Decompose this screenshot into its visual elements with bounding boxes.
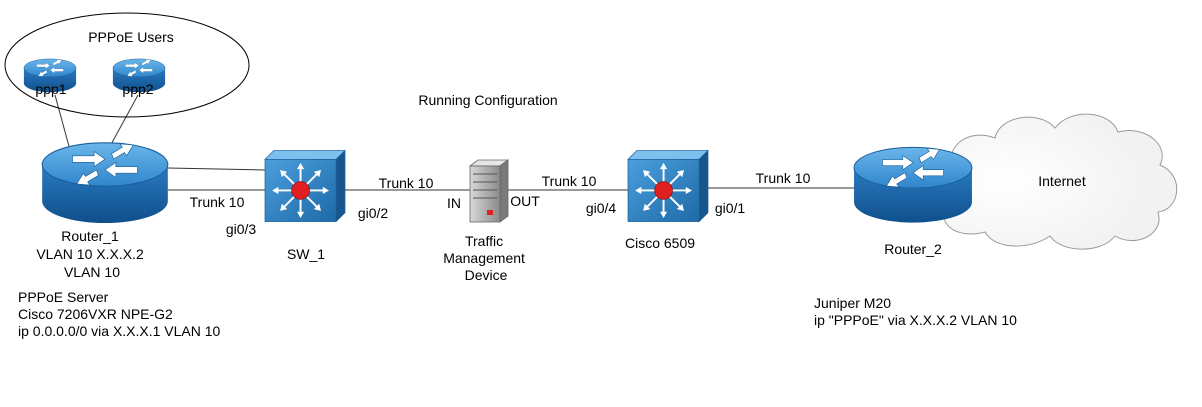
router-icon [853, 146, 973, 224]
switch-icon [264, 149, 346, 223]
router1-note-line: PPPoE Server [18, 289, 109, 305]
link-ppp1-router1 [54, 94, 71, 151]
ppp1-label: ppp1 [35, 81, 66, 97]
tmd-label-line: Traffic [465, 233, 503, 249]
router2-note-line: Juniper M20 [814, 295, 891, 311]
router2-notes: Juniper M20 ip "PPPoE" via X.X.X.2 VLAN … [814, 295, 1017, 328]
traffic-management-device[interactable] [468, 159, 510, 223]
sw1-label: SW_1 [287, 246, 325, 262]
router-router1[interactable] [41, 142, 169, 224]
tmd-label-line: Management [443, 250, 525, 266]
tmd-label: Traffic Management Device [443, 233, 529, 283]
router-icon [41, 142, 169, 224]
pppoe-users-group [4, 12, 250, 118]
c6509-label: Cisco 6509 [625, 235, 695, 251]
router-ppp2[interactable]: ppp2 [112, 58, 166, 97]
router1-note-line: ip 0.0.0.0/0 via X.X.X.1 VLAN 10 [18, 323, 221, 339]
server-icon [468, 159, 510, 223]
port-label-c6509-gi04: gi0/4 [586, 200, 617, 216]
router2-note-line: ip "PPPoE" via X.X.X.2 VLAN 10 [814, 312, 1017, 328]
port-label-sw1-gi03: gi0/3 [226, 221, 257, 237]
link-label-c6509-r2: Trunk 10 [756, 170, 811, 186]
port-label-tmd-out: OUT [510, 193, 540, 209]
ppp2-label: ppp2 [122, 81, 153, 97]
diagram-title: Running Configuration [418, 92, 557, 108]
router-ppp1[interactable]: ppp1 [23, 58, 77, 97]
link-label-tmd-c6509: Trunk 10 [542, 173, 597, 189]
port-label-sw1-gi02: gi0/2 [358, 205, 389, 221]
port-label-c6509-gi01: gi0/1 [715, 200, 746, 216]
switch-icon [627, 149, 709, 223]
router1-label-line: VLAN 10 [64, 264, 120, 280]
link-router1-sw1-upper [167, 167, 266, 171]
link-label-sw1-tmd: Trunk 10 [379, 175, 434, 191]
router1-notes: PPPoE Server Cisco 7206VXR NPE-G2 ip 0.0… [18, 289, 221, 339]
port-label-tmd-in: IN [447, 195, 461, 211]
router1-label-line: Router_1 [61, 228, 119, 244]
switch-cisco6509[interactable] [627, 149, 709, 223]
router2-label: Router_2 [884, 241, 942, 257]
router1-label-line: VLAN 10 X.X.X.2 [36, 246, 144, 262]
router1-label: Router_1 VLAN 10 X.X.X.2 VLAN 10 [36, 228, 147, 280]
switch-sw1[interactable] [264, 149, 346, 223]
tmd-label-line: Device [465, 267, 508, 283]
link-ppp2-router1 [107, 94, 139, 151]
link-label-r1-sw1: Trunk 10 [190, 194, 245, 210]
cloud-label: Internet [1038, 173, 1086, 189]
router1-note-line: Cisco 7206VXR NPE-G2 [18, 306, 173, 322]
group-label: PPPoE Users [88, 29, 174, 45]
links [54, 94, 855, 191]
router-router2[interactable] [853, 146, 973, 224]
